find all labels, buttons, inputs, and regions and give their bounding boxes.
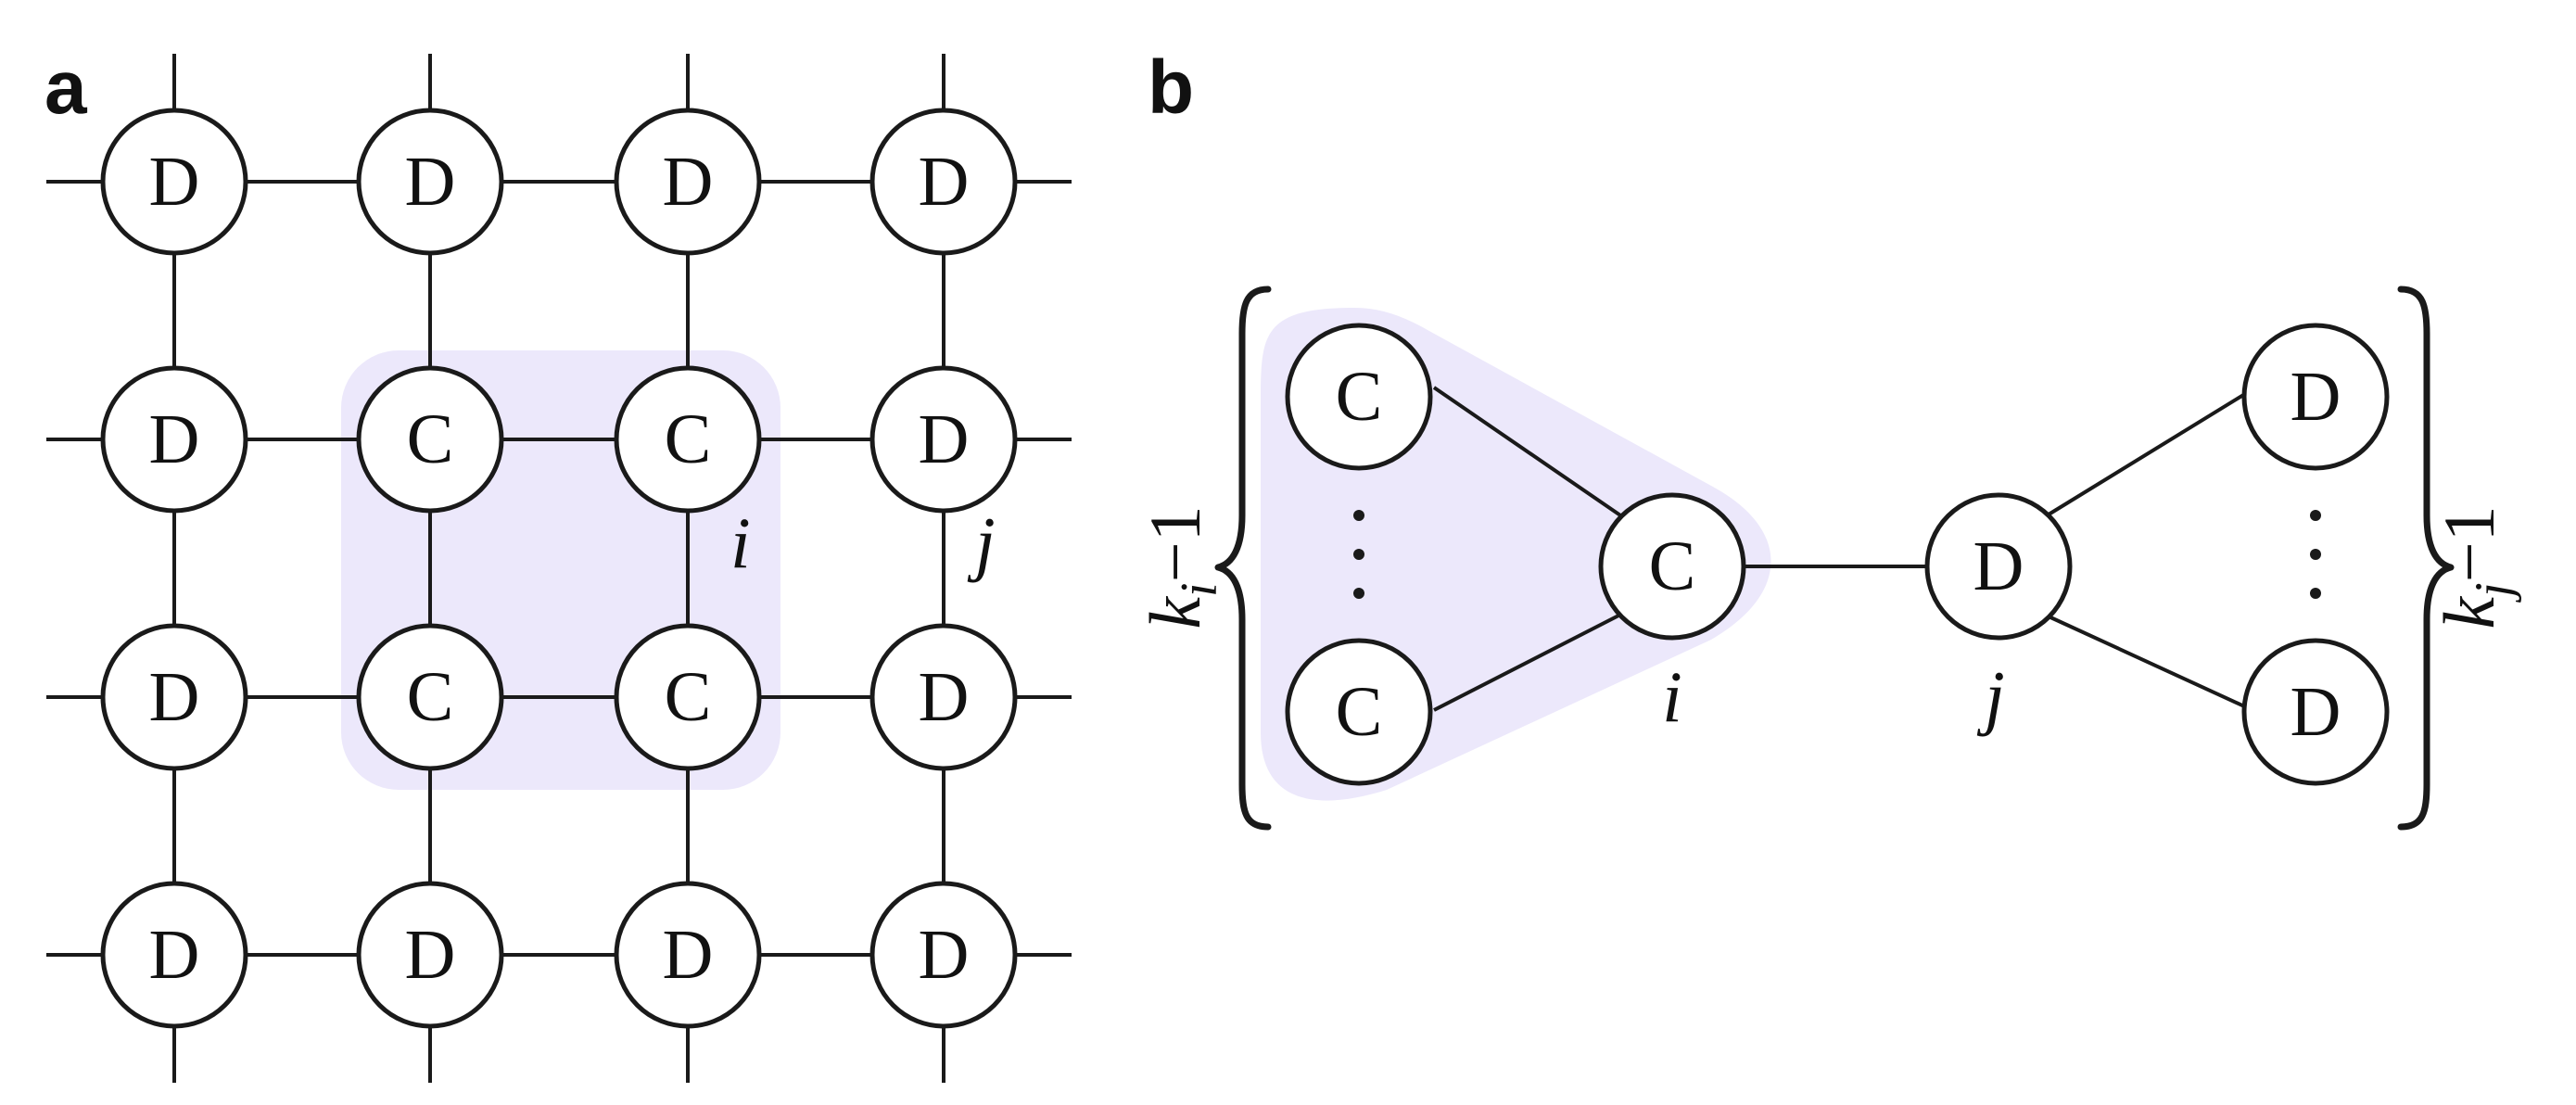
node-c-cluster-bottom: C	[1285, 638, 1433, 786]
lattice-node-defector: D	[100, 365, 248, 514]
node-label: C	[1336, 358, 1383, 436]
node-c-cluster-top: C	[1285, 323, 1433, 471]
node-label: D	[663, 143, 714, 221]
node-label: D	[405, 143, 456, 221]
svg-text:ki−1: ki−1	[1135, 505, 1228, 629]
panel-a: a D D D D D C C D D C C D D D D D i j	[44, 45, 1072, 1083]
lattice-node-defector: D	[869, 623, 1018, 771]
lattice-node-cooperator: C	[356, 623, 504, 771]
degree-subscript: i	[1171, 582, 1228, 597]
node-j: D	[1924, 492, 2073, 641]
ellipsis-right	[2310, 510, 2321, 599]
node-label: C	[407, 658, 454, 736]
lattice-node-defector: D	[869, 108, 1018, 256]
degree-k: k	[1135, 596, 1215, 629]
node-label: D	[919, 916, 970, 994]
node-label: C	[665, 400, 712, 478]
left-brace	[1214, 286, 1272, 831]
node-label: C	[1336, 673, 1383, 751]
lattice-node-cooperator: C	[356, 365, 504, 514]
lattice-node-defector: D	[869, 365, 1018, 514]
left-degree-label: ki−1	[1135, 505, 1228, 629]
node-i: C	[1598, 492, 1746, 641]
edge-j-dbottom	[2048, 615, 2253, 712]
panel-a-label: a	[44, 45, 88, 130]
node-label: D	[919, 400, 970, 478]
degree-minus-one: −1	[2429, 505, 2509, 582]
lattice-node-defector: D	[100, 108, 248, 256]
node-label: D	[149, 916, 200, 994]
node-i-label-b: i	[1662, 656, 1682, 737]
node-label: D	[2290, 673, 2341, 751]
node-label: D	[149, 658, 200, 736]
right-brace	[2397, 286, 2455, 831]
node-label: D	[663, 916, 714, 994]
node-label: D	[919, 658, 970, 736]
node-i-label-a: i	[730, 502, 751, 583]
svg-text:kj−1: kj−1	[2429, 505, 2522, 629]
ellipsis-left	[1353, 510, 1364, 599]
degree-subscript: j	[2465, 582, 2522, 603]
node-j-label-a: j	[967, 502, 996, 583]
node-d-leaf-top: D	[2241, 323, 2390, 471]
edge-cbottom-i	[1433, 610, 1627, 712]
node-label: D	[1973, 527, 2024, 605]
node-label: D	[2290, 358, 2341, 436]
lattice-node-defector: D	[356, 108, 504, 256]
lattice-node-defector: D	[100, 881, 248, 1029]
edge-j-dtop	[2047, 387, 2254, 516]
node-label: D	[149, 400, 200, 478]
node-label: C	[665, 658, 712, 736]
lattice-node-cooperator: C	[614, 623, 762, 771]
node-label: C	[407, 400, 454, 478]
lattice-nodes: D D D D D C C D D C C D D D D D	[100, 108, 1018, 1029]
node-label: D	[149, 143, 200, 221]
node-d-leaf-bottom: D	[2241, 638, 2390, 786]
lattice-node-defector: D	[614, 881, 762, 1029]
node-j-label-b: j	[1976, 656, 2005, 737]
node-label: D	[919, 143, 970, 221]
lattice-node-defector: D	[100, 623, 248, 771]
lattice-node-defector: D	[356, 881, 504, 1029]
right-degree-label: kj−1	[2429, 505, 2522, 629]
panel-b-label: b	[1148, 45, 1194, 130]
degree-k: k	[2429, 596, 2509, 629]
lattice-node-defector: D	[869, 881, 1018, 1029]
edge-ctop-i	[1432, 386, 1628, 521]
lattice-node-cooperator: C	[614, 365, 762, 514]
node-label: D	[405, 916, 456, 994]
node-label: C	[1649, 527, 1696, 605]
lattice-node-defector: D	[614, 108, 762, 256]
degree-minus-one: −1	[1135, 505, 1215, 582]
panel-b: b C C C D D D	[1135, 45, 2522, 831]
